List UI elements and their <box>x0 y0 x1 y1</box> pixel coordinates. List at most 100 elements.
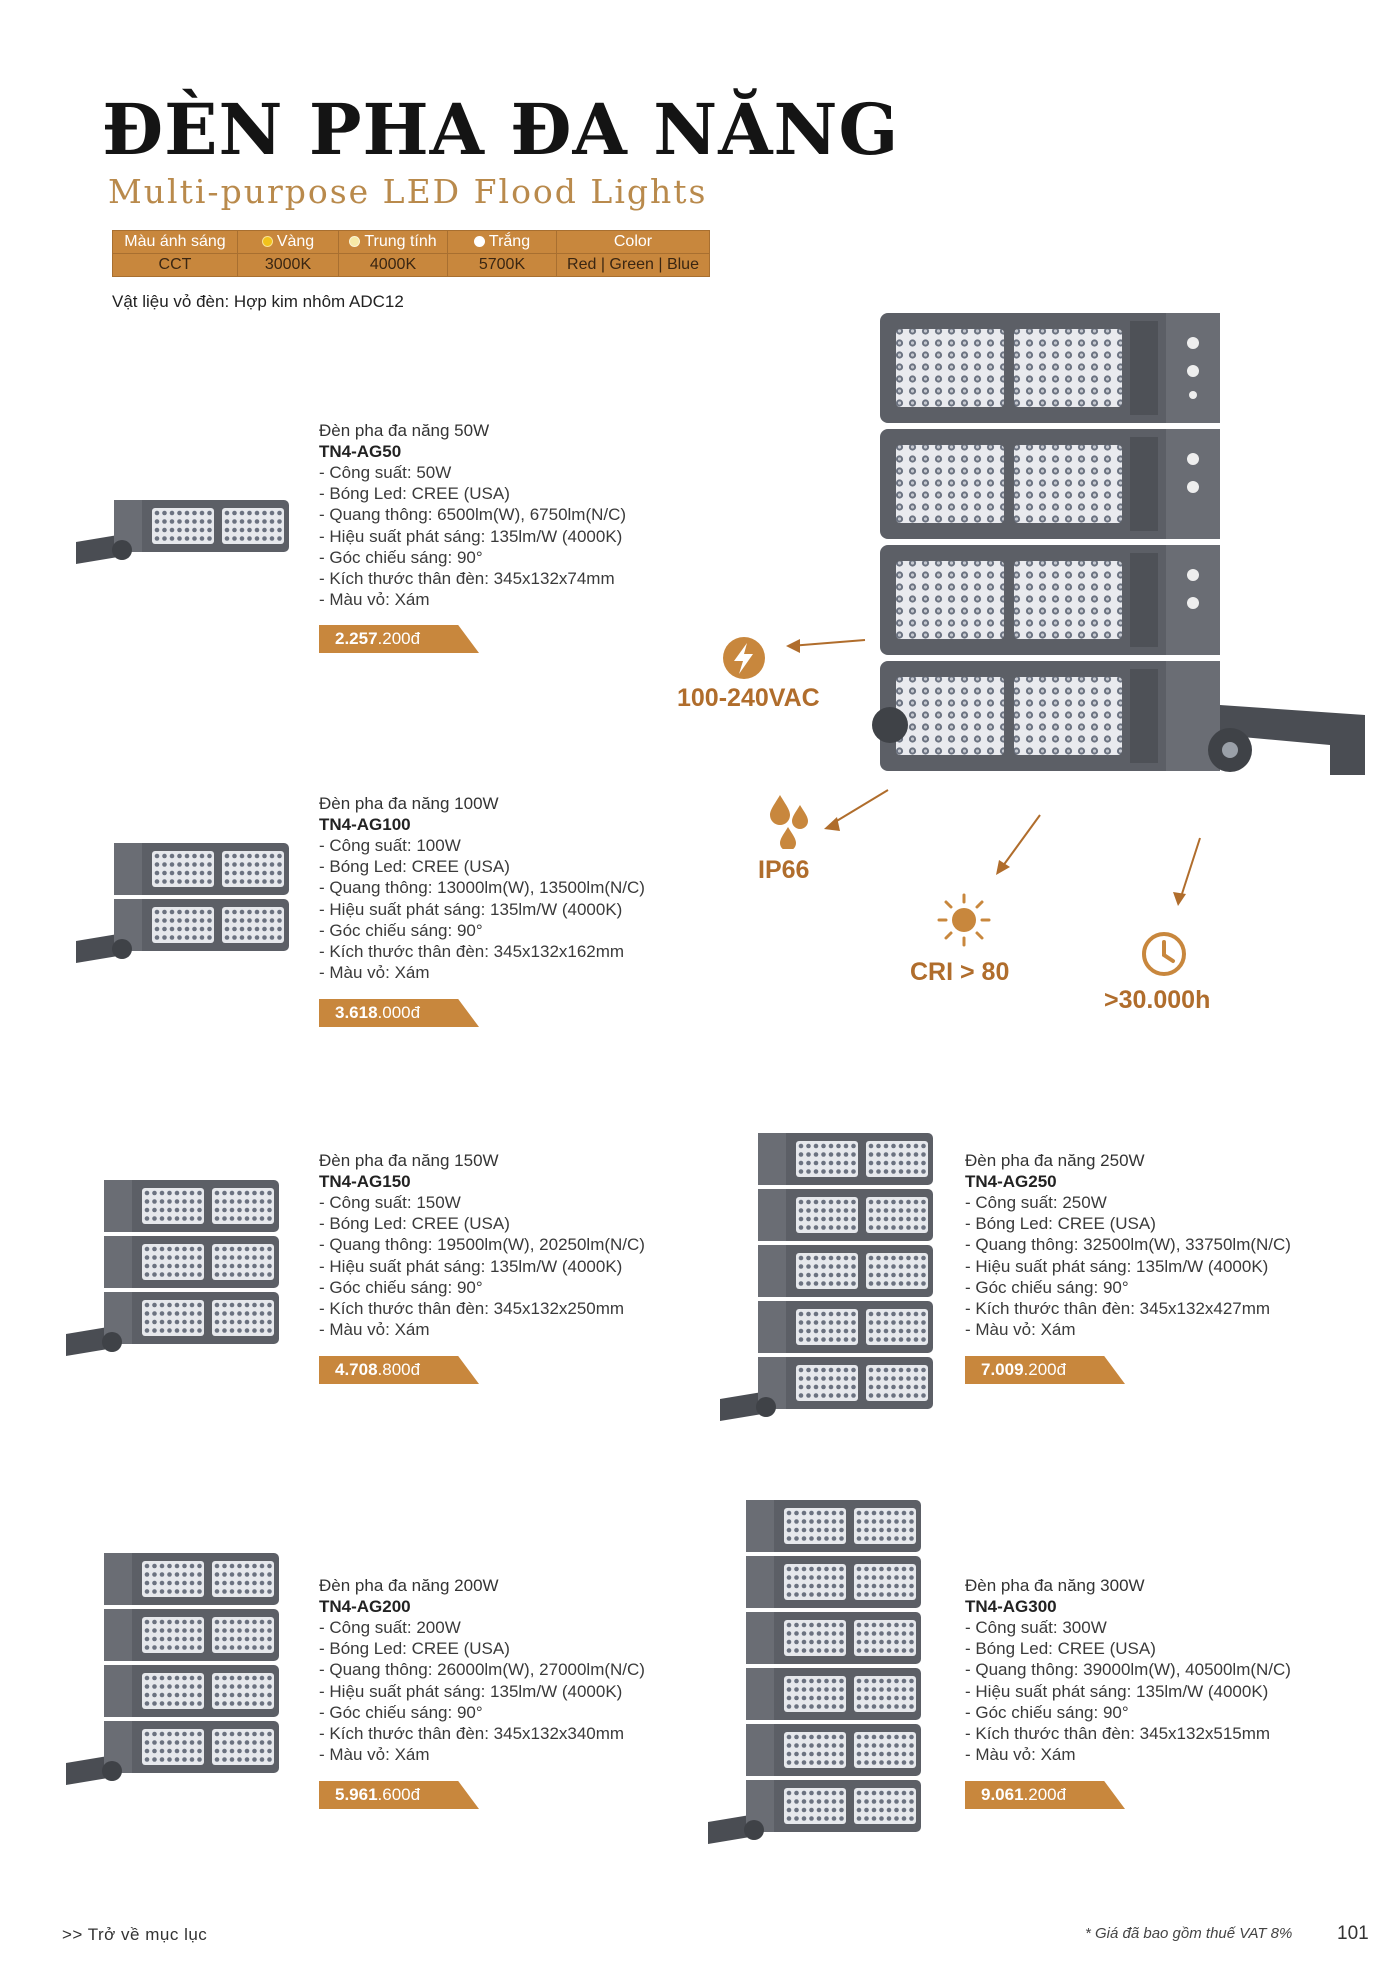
product-code: TN4-AG300 <box>965 1597 1057 1616</box>
water-drops-icon <box>770 795 808 849</box>
spec-line: - Công suất: 100W <box>319 836 461 855</box>
spec-line: - Công suất: 50W <box>319 463 452 482</box>
spec-line: - Quang thông: 39000lm(W), 40500lm(N/C) <box>965 1660 1291 1680</box>
cct-table: Màu ánh sáng Vàng Trung tính Trắng Color… <box>112 230 710 277</box>
price-main: 2.257 <box>335 629 378 648</box>
spec-line: - Kích thước thân đèn: 345x132x427mm <box>965 1299 1271 1319</box>
feature-arrows <box>786 639 1201 906</box>
yellow-dot-icon <box>261 236 273 248</box>
spec-line: - Kích thước thân đèn: 345x132x74mm <box>319 569 615 589</box>
spec-line: - Góc chiếu sáng: 90° <box>319 547 483 567</box>
spec-line: - Bóng Led: CREE (USA) <box>319 857 510 877</box>
pivot-knob-left <box>872 707 908 743</box>
product-image-150w <box>64 1180 299 1367</box>
product-image-250w <box>718 1133 953 1432</box>
product-code: TN4-AG50 <box>319 442 402 461</box>
product-name: Đèn pha đa năng 300W <box>965 1576 1145 1595</box>
lamp-module <box>104 1553 279 1605</box>
spec-line: - Kích thước thân đèn: 345x132x162mm <box>319 942 625 962</box>
cct-cell-yellow: Vàng <box>237 230 339 254</box>
cct-yellow-label: Vàng <box>276 233 315 250</box>
spec-line: - Công suất: 250W <box>965 1193 1107 1212</box>
product-code: TN4-AG150 <box>319 1172 411 1191</box>
price-rest: .200đ <box>1023 1360 1067 1379</box>
cct-cell-white: Trắng <box>447 230 557 254</box>
cct-table-row: CCT 3000K 4000K 5700K Red | Green | Blue <box>112 253 710 277</box>
spec-line: - Màu vỏ: Xám <box>965 1320 1076 1340</box>
product-code: TN4-AG200 <box>319 1597 411 1616</box>
spec-line: - Bóng Led: CREE (USA) <box>319 1214 510 1234</box>
lamp-module <box>104 1721 279 1773</box>
cct-value-5700: 5700K <box>447 253 557 277</box>
lamp-module <box>746 1612 921 1664</box>
price-main: 9.061 <box>981 1785 1024 1804</box>
cri-label: CRI > 80 <box>910 958 1010 986</box>
spec-line: - Quang thông: 32500lm(W), 33750lm(N/C) <box>965 1235 1291 1255</box>
spec-line: - Bóng Led: CREE (USA) <box>319 1639 510 1659</box>
price-tag-250w: 7.009.200đ <box>965 1356 1125 1384</box>
product-block-100w: Đèn pha đa năng 100W TN4-AG100 - Công su… <box>319 793 645 983</box>
price-rest: .200đ <box>1023 1785 1067 1804</box>
product-image-100w <box>74 843 309 974</box>
lamp-module <box>746 1556 921 1608</box>
price-main: 4.708 <box>335 1360 378 1379</box>
product-block-250w: Đèn pha đa năng 250W TN4-AG250 - Công su… <box>965 1150 1291 1340</box>
lamp-module <box>114 500 289 552</box>
product-block-200w: Đèn pha đa năng 200W TN4-AG200 - Công su… <box>319 1575 645 1765</box>
ip-rating-label: IP66 <box>758 856 810 884</box>
cct-value-4000: 4000K <box>338 253 448 277</box>
product-image-300w <box>706 1500 941 1855</box>
spec-line: - Góc chiếu sáng: 90° <box>965 1702 1129 1722</box>
lamp-module <box>746 1668 921 1720</box>
spec-line: - Màu vỏ: Xám <box>319 963 430 983</box>
lamp-module <box>104 1292 279 1344</box>
price-main: 5.961 <box>335 1785 378 1804</box>
cct-label-cct: CCT <box>112 253 238 277</box>
spec-line: - Bóng Led: CREE (USA) <box>965 1639 1156 1659</box>
price-rest: .600đ <box>377 1785 421 1804</box>
spec-line: - Góc chiếu sáng: 90° <box>319 920 483 940</box>
sun-icon <box>937 893 991 947</box>
price-tag-200w: 5.961.600đ <box>319 1781 479 1809</box>
cct-table-row: Màu ánh sáng Vàng Trung tính Trắng Color <box>112 230 710 254</box>
page-title: ĐÈN PHA ĐA NĂNG <box>102 88 900 171</box>
back-to-contents-link[interactable]: >> Trở về mục lục <box>62 1925 208 1944</box>
spec-line: - Hiệu suất phát sáng: 135lm/W (4000K) <box>319 899 623 919</box>
lamp-module <box>746 1500 921 1552</box>
price-main: 3.618 <box>335 1003 378 1022</box>
lamp-module <box>758 1357 933 1409</box>
product-block-150w: Đèn pha đa năng 150W TN4-AG150 - Công su… <box>319 1150 645 1340</box>
price-tag-150w: 4.708.800đ <box>319 1356 479 1384</box>
price-main: 7.009 <box>981 1360 1024 1379</box>
lamp-module <box>104 1180 279 1232</box>
lamp-module <box>114 843 289 895</box>
spec-line: - Kích thước thân đèn: 345x132x515mm <box>965 1724 1271 1744</box>
lamp-module <box>104 1609 279 1661</box>
spec-line: - Quang thông: 6500lm(W), 6750lm(N/C) <box>319 505 627 525</box>
product-name: Đèn pha đa năng 50W <box>319 421 490 440</box>
material-note: Vật liệu vỏ đèn: Hợp kim nhôm ADC12 <box>112 292 404 311</box>
lamp-module <box>114 899 289 951</box>
page-number: 101 <box>1337 1923 1369 1944</box>
cct-label-color: Màu ánh sáng <box>112 230 238 254</box>
product-code: TN4-AG100 <box>319 815 411 834</box>
price-tag-50w: 2.257.200đ <box>319 625 479 653</box>
spec-line: - Màu vỏ: Xám <box>319 590 430 610</box>
spec-line: - Hiệu suất phát sáng: 135lm/W (4000K) <box>319 1681 623 1701</box>
cct-value-3000: 3000K <box>237 253 339 277</box>
spec-line: - Kích thước thân đèn: 345x132x340mm <box>319 1724 625 1744</box>
lamp-module <box>746 1724 921 1776</box>
price-rest: .800đ <box>377 1360 421 1379</box>
spec-line: - Kích thước thân đèn: 345x132x250mm <box>319 1299 625 1319</box>
spec-line: - Quang thông: 19500lm(W), 20250lm(N/C) <box>319 1235 645 1255</box>
product-image-200w <box>64 1553 299 1796</box>
mount-bracket <box>1220 705 1365 775</box>
clock-icon <box>1142 932 1186 976</box>
spec-line: - Hiệu suất phát sáng: 135lm/W (4000K) <box>319 1256 623 1276</box>
lamp-module <box>104 1236 279 1288</box>
spec-line: - Công suất: 150W <box>319 1193 461 1212</box>
spec-line: - Hiệu suất phát sáng: 135lm/W (4000K) <box>319 526 623 546</box>
lamp-module <box>104 1665 279 1717</box>
price-tag-100w: 3.618.000đ <box>319 999 479 1027</box>
cct-cell-color: Color <box>556 230 710 254</box>
